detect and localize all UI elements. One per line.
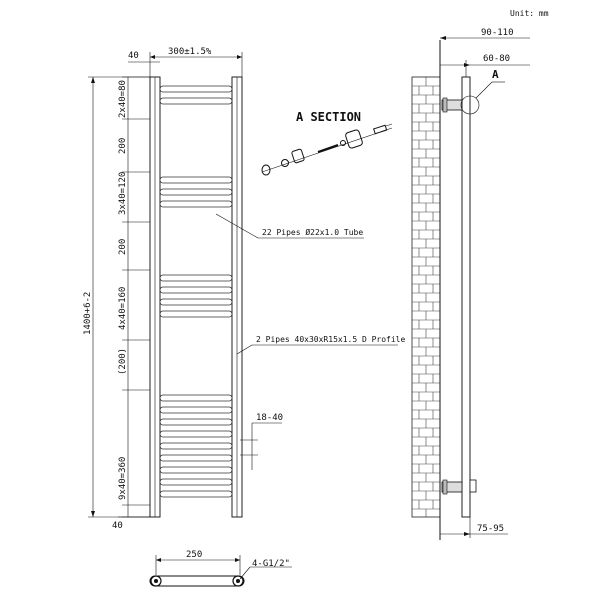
tube-bar-9	[159, 310, 233, 318]
tube-bar-7	[159, 286, 233, 294]
tube-bar-18	[159, 490, 233, 498]
tube-bar-4	[159, 188, 233, 196]
tube-bar-16	[159, 466, 233, 474]
bottom-profile	[149, 575, 245, 587]
gap-label: 18-40	[256, 413, 283, 423]
a-section-detail: A SECTION	[261, 110, 393, 176]
washer-part	[281, 159, 289, 167]
spacer-part	[291, 148, 305, 164]
units-label: Unit: mm	[510, 9, 549, 18]
rail-width-label: 40	[128, 51, 139, 61]
tube-bar-6	[159, 274, 233, 282]
dim-label-5: 4x40=160	[118, 287, 128, 330]
tube-bar-5	[159, 200, 233, 208]
screw-part	[317, 144, 339, 153]
tube-bar-11	[159, 406, 233, 414]
tube-bar-13	[159, 430, 233, 438]
tube-bar-14	[159, 442, 233, 450]
top-offset-label: 40	[112, 521, 123, 531]
section-title: A SECTION	[296, 110, 361, 124]
tube-spec-label: 22 Pipes Ø22x1.0 Tube	[262, 227, 363, 237]
top-bracket	[441, 99, 463, 111]
center-distance-label: 250	[186, 550, 202, 560]
wall-plug-part	[373, 124, 388, 135]
dim-label-3: 3x40=120	[118, 172, 128, 215]
side-view: A 90-110 60-80 75-95	[411, 28, 530, 540]
height-dimension-label: 1400+6-2	[83, 292, 93, 335]
width-dimension-label: 300±1.5%	[168, 47, 212, 57]
tube-bar-1	[159, 85, 233, 93]
dim-label-4: 200	[118, 239, 128, 255]
profile-spec-label: 2 Pipes 40x30xR15x1.5 D Profile	[256, 335, 405, 344]
cover-cap-part	[261, 164, 271, 176]
dim-label-2: 200	[118, 138, 128, 154]
tube-bar-12	[159, 418, 233, 426]
bottom-bracket	[441, 481, 463, 493]
outer-depth-label: 90-110	[481, 28, 514, 38]
brick-pattern	[412, 76, 440, 517]
nut-part	[340, 140, 346, 146]
tube-bar-15	[159, 454, 233, 462]
tube-bar-8	[159, 298, 233, 306]
tube-bar-17	[159, 478, 233, 486]
connection-spec-label: 4-G1/2"	[252, 559, 290, 569]
inner-depth-label: 60-80	[483, 54, 510, 64]
tube-bars	[159, 85, 233, 498]
dim-label-1: 2x40=80	[118, 80, 128, 118]
side-rail	[461, 76, 471, 518]
tube-bar-2	[159, 97, 233, 105]
tube-bar-10	[159, 394, 233, 402]
tube-bar-3	[159, 176, 233, 184]
front-view: 300±1.5% 40 1400+6-2 2x40=80 200 3x40=12…	[83, 47, 405, 531]
sleeve-part	[345, 129, 363, 149]
bottom-view: 250 4-G1/2"	[149, 550, 292, 587]
section-marker-a: A	[492, 68, 499, 81]
dim-label-6: (200)	[118, 348, 128, 375]
bottom-depth-label: 75-95	[477, 524, 504, 534]
dim-label-7: 9x40=360	[118, 457, 128, 500]
